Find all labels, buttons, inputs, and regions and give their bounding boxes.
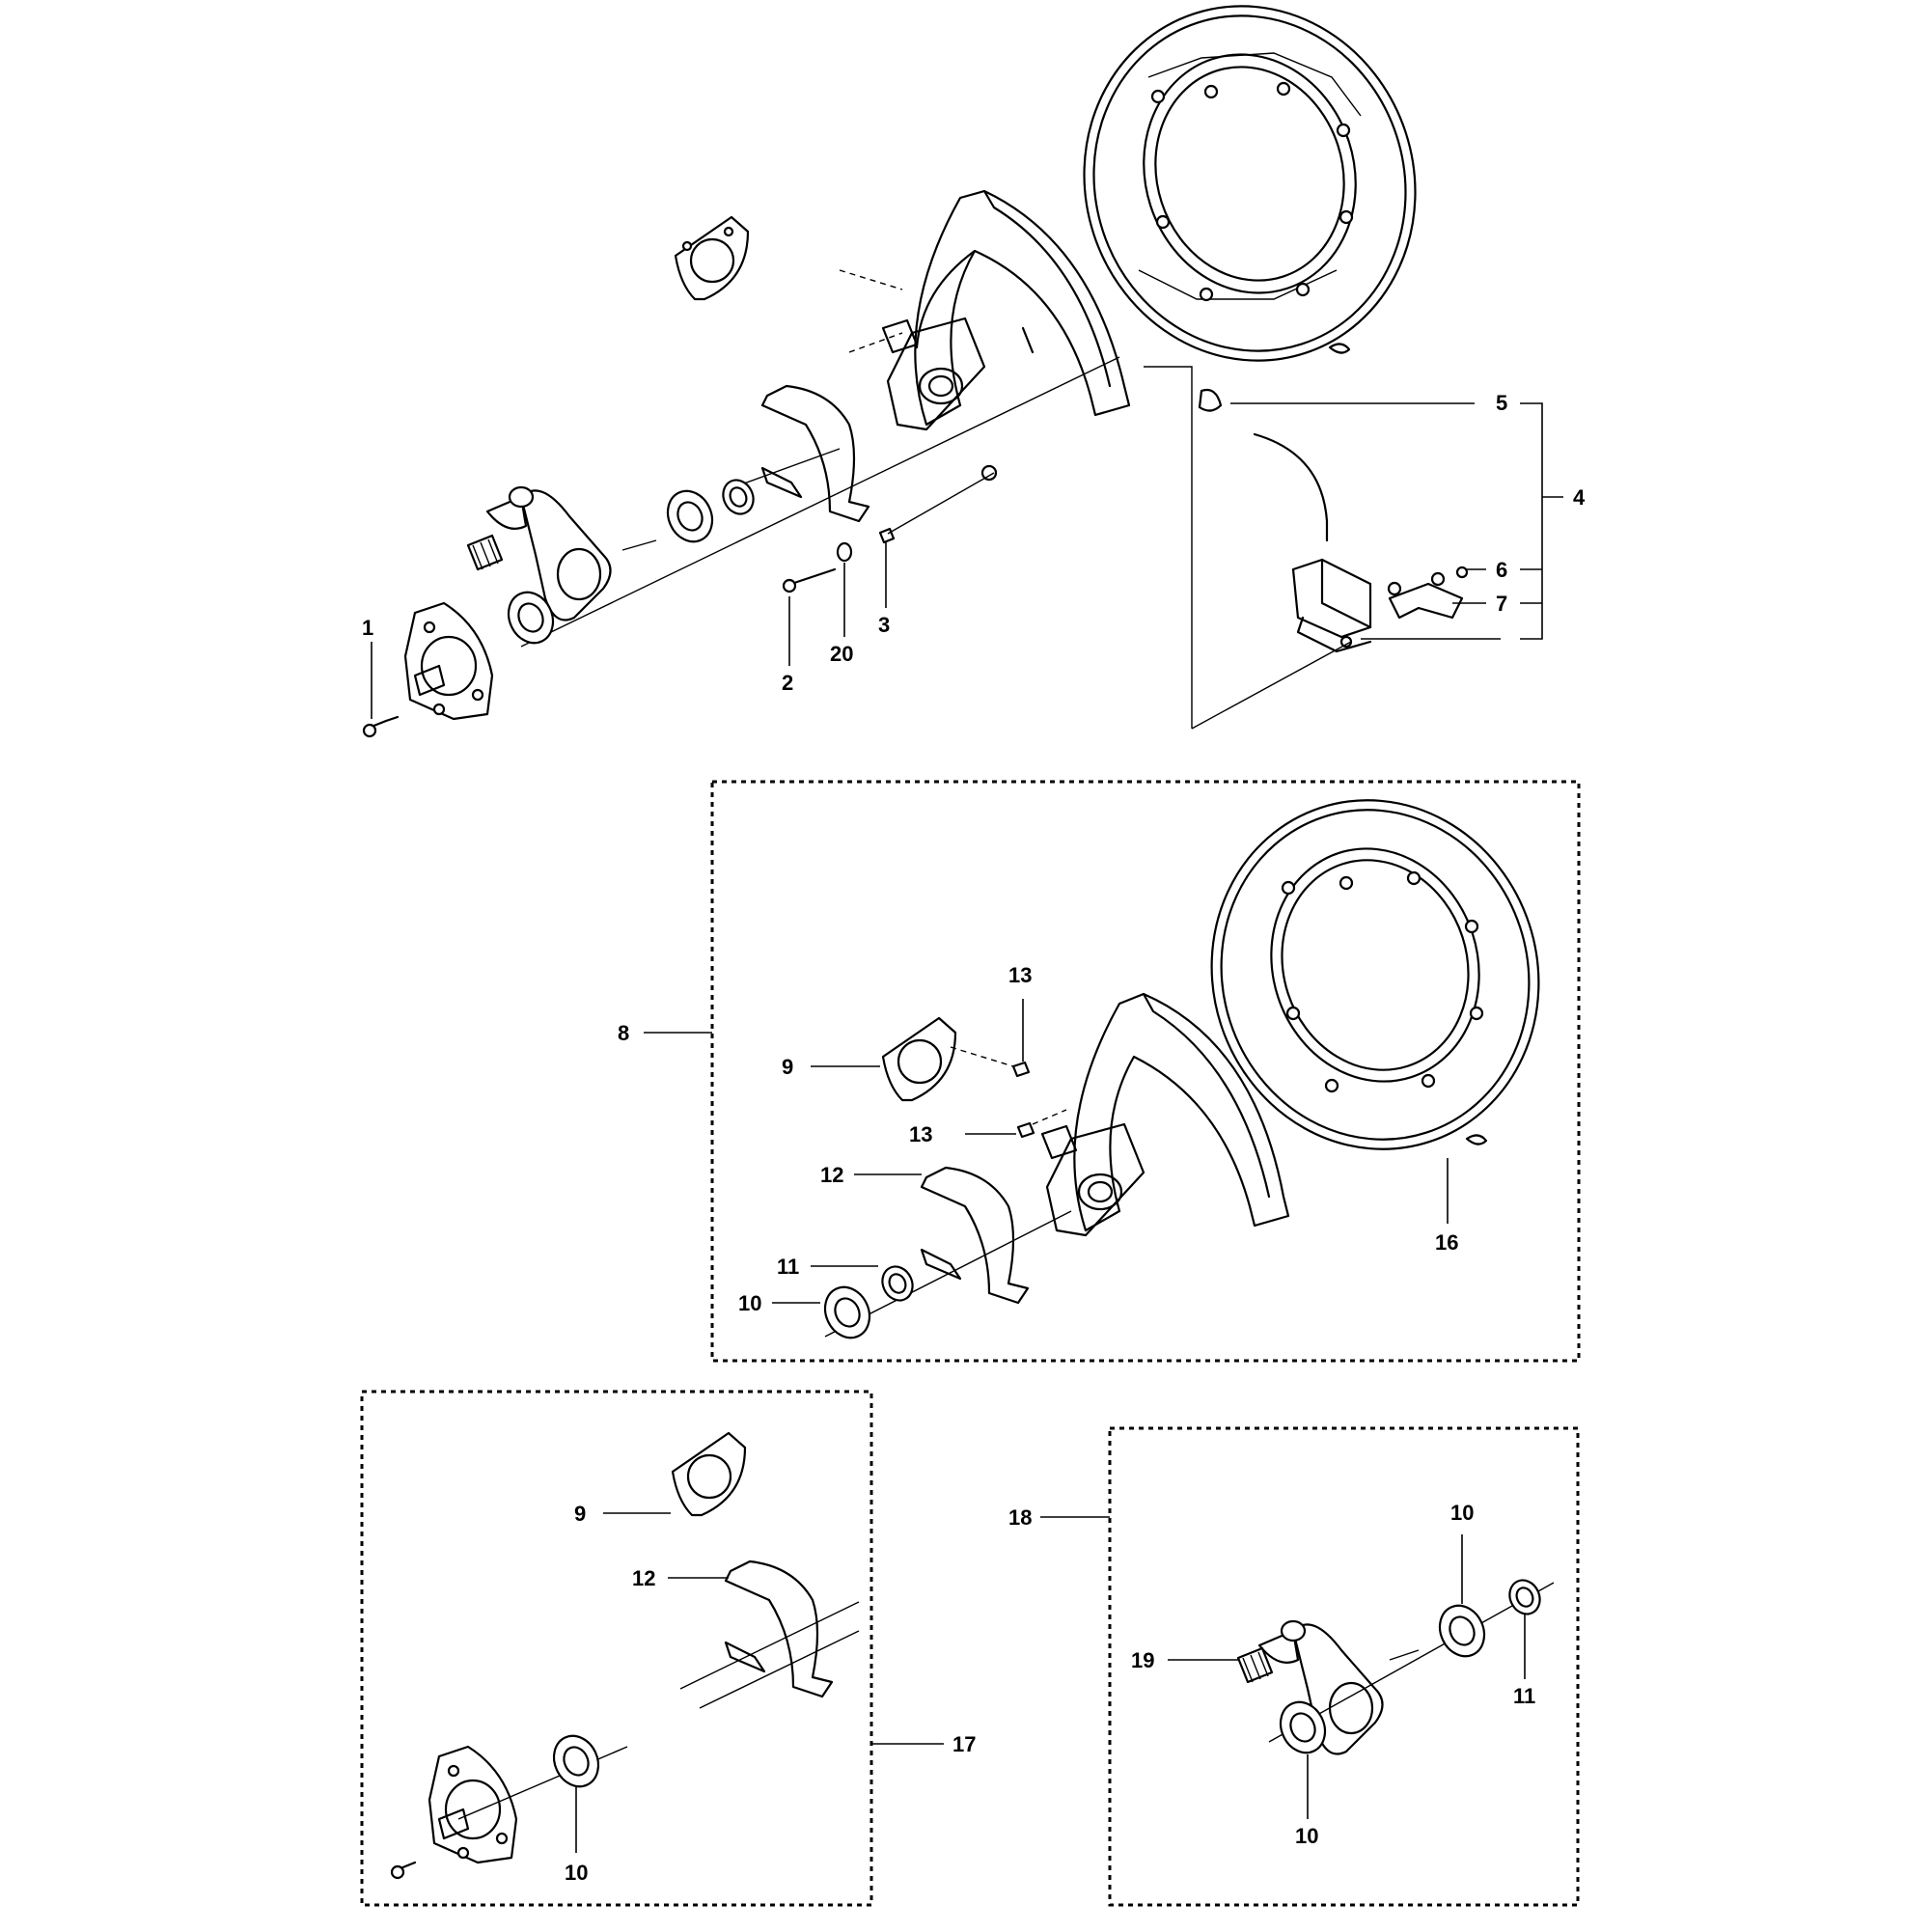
washer-20	[836, 541, 853, 563]
middle-assembly	[823, 799, 1540, 1339]
callout-6: 6	[1496, 558, 1507, 582]
callout-12-middle: 12	[820, 1163, 843, 1187]
needle-bearing-top	[466, 534, 504, 571]
crankcase-gasket-top	[760, 384, 870, 523]
callout-13-top: 13	[1008, 963, 1032, 987]
bearing-10-bottom-left	[552, 1734, 600, 1788]
callout-10-middle: 10	[738, 1291, 761, 1315]
dowel-pins-13	[950, 1046, 1067, 1139]
callout-18: 18	[1008, 1505, 1032, 1530]
callout-7: 7	[1496, 592, 1507, 616]
crankcase-cover-top	[403, 601, 494, 721]
callout-16: 16	[1435, 1230, 1458, 1255]
callout-10-bottom-right-top: 10	[1450, 1501, 1474, 1525]
crankcase-gasket-12-bottom	[724, 1559, 834, 1698]
fan-housing	[881, 189, 1131, 482]
cylinder-gasket-9-bottom	[671, 1431, 747, 1517]
callouts-bottom-left: 9 12 17 10	[565, 1502, 976, 1885]
kit-box-17	[360, 1390, 873, 1907]
bottom-left-assembly	[390, 1431, 860, 1880]
callout-19: 19	[1131, 1648, 1154, 1672]
callout-9-bottom: 9	[574, 1502, 586, 1526]
callout-20: 20	[830, 642, 853, 666]
screw-bottom-left	[390, 1861, 417, 1880]
callout-5: 5	[1496, 391, 1507, 415]
callout-11-bottom: 11	[1513, 1684, 1535, 1708]
fan-housing-middle	[1040, 992, 1290, 1237]
crankcase-gasket-12	[920, 1166, 1030, 1305]
callout-1: 1	[362, 616, 373, 640]
callout-17: 17	[952, 1732, 976, 1756]
callout-4: 4	[1573, 485, 1586, 510]
crankshaft-top	[485, 485, 657, 621]
needle-bearing-19	[1236, 1646, 1274, 1684]
cylinder-gasket-top	[674, 215, 750, 301]
bearing-top-right	[666, 489, 714, 543]
flywheel-cover-ring-middle	[1210, 799, 1540, 1150]
cylinder-gasket-9	[881, 1016, 957, 1102]
bearing-top-left	[507, 591, 555, 645]
pin-3	[878, 527, 896, 544]
oil-seal-11	[881, 1265, 914, 1302]
oil-seal-11-bottom	[1508, 1579, 1541, 1615]
screw-2	[782, 567, 837, 593]
oil-seal-top	[722, 479, 755, 515]
callout-12-bottom: 12	[632, 1566, 655, 1590]
callout-8: 8	[618, 1021, 629, 1045]
callout-11-middle: 11	[777, 1255, 799, 1279]
crankshaft-bottom	[1257, 1619, 1420, 1755]
kit-box-8	[710, 780, 1581, 1363]
callouts-middle: 8 9 13 13 12 11 10 16	[618, 963, 1458, 1315]
crankcase-cover-bottom	[428, 1745, 518, 1864]
screw-1	[362, 715, 400, 738]
kit-box-18	[1108, 1426, 1580, 1907]
bearing-10-bottom-right-upper	[1438, 1604, 1486, 1658]
ignition-module	[1198, 388, 1469, 653]
callout-10-bottom-right-low: 10	[1295, 1824, 1318, 1848]
bottom-right-assembly	[1236, 1579, 1555, 1755]
bearing-10-bottom-right-lower	[1279, 1700, 1327, 1754]
callout-10-bottom-left: 10	[565, 1861, 588, 1885]
callout-3: 3	[878, 613, 890, 637]
callouts-top: 1 2 20 3 5 4 6 7	[362, 391, 1586, 719]
flywheel-cover-ring	[1083, 5, 1417, 362]
top-assembly	[362, 5, 1469, 738]
callouts-bottom-right: 18 10 19 11 10	[1008, 1501, 1535, 1848]
bearing-10-middle	[823, 1285, 871, 1339]
callout-2: 2	[782, 671, 793, 695]
callout-13-bottom: 13	[909, 1122, 932, 1146]
callout-9-middle: 9	[782, 1055, 793, 1079]
